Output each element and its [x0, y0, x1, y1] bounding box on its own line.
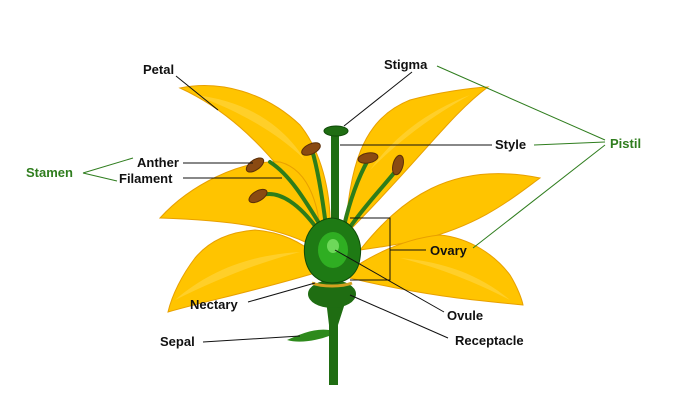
nectary	[311, 281, 353, 288]
label-style: Style	[495, 137, 526, 152]
anther	[245, 157, 265, 173]
petal-front-left	[167, 229, 326, 313]
label-nectary: Nectary	[190, 297, 238, 312]
sepal	[287, 329, 329, 342]
anthers	[245, 142, 404, 204]
label-receptacle: Receptacle	[455, 333, 524, 348]
label-stigma: Stigma	[384, 57, 428, 72]
ovule	[327, 239, 339, 253]
stigma	[323, 125, 349, 137]
anther	[392, 154, 404, 176]
label-stamen: Stamen	[26, 165, 73, 180]
receptacle	[308, 280, 356, 308]
stem	[326, 300, 346, 385]
label-ovary: Ovary	[430, 243, 468, 258]
label-filament: Filament	[119, 171, 173, 186]
anther	[248, 188, 268, 204]
anther	[357, 152, 379, 164]
petal-front-right	[349, 234, 524, 306]
label-pistil: Pistil	[610, 136, 641, 151]
label-petal: Petal	[143, 62, 174, 77]
ovary-bracket	[350, 217, 391, 281]
petal-mid-left	[158, 161, 321, 251]
label-sepal: Sepal	[160, 334, 195, 349]
anther	[301, 142, 321, 156]
label-ovule: Ovule	[447, 308, 483, 323]
label-anther: Anther	[137, 155, 179, 170]
leader-lines	[175, 71, 492, 343]
style	[331, 134, 339, 234]
petals	[158, 85, 542, 313]
group-lines	[82, 65, 606, 249]
